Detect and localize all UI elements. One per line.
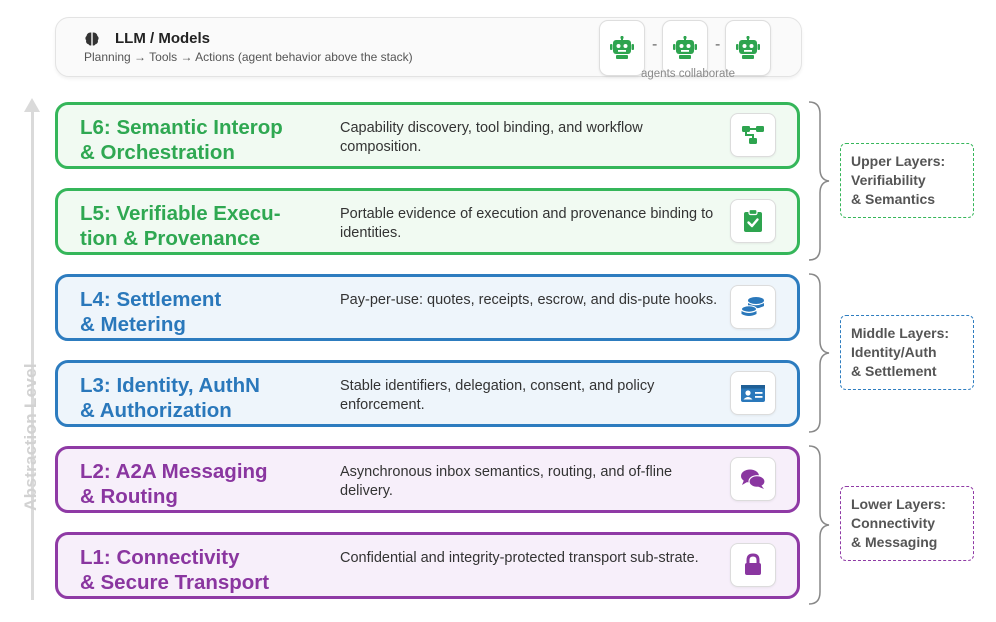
layer-title: L3: Identity, AuthN& Authorization — [80, 374, 260, 422]
middle-group-bracket — [808, 273, 830, 433]
id-card-icon — [730, 371, 776, 415]
agent-robot-card — [725, 20, 771, 76]
layer-title: L5: Verifiable Execu-tion & Provenance — [80, 202, 281, 250]
lower-group-bracket — [808, 445, 830, 605]
layer-title: L6: Semantic Interop& Orchestration — [80, 116, 283, 164]
abstraction-axis-arrowhead — [24, 98, 40, 112]
llm-subtitle: Planning → Tools → Actions (agent behavi… — [84, 50, 413, 64]
brain-icon — [84, 31, 100, 47]
layer-description: Stable identifiers, delegation, consent,… — [340, 378, 655, 413]
lower-layers-label: Lower Layers:Connectivity& Messaging — [840, 486, 974, 561]
layer-description: Asynchronous inbox semantics, routing, a… — [340, 464, 673, 499]
middle-layers-label: Middle Layers:Identity/Auth& Settlement — [840, 315, 974, 390]
agent-link-dash: - — [652, 36, 658, 53]
layer-title: L2: A2A Messaging& Routing — [80, 460, 268, 508]
robot-icon — [610, 36, 634, 59]
robot-icon — [736, 36, 760, 59]
lock-icon — [730, 543, 776, 587]
agent-robot-card — [662, 20, 708, 76]
agent-robot-card — [599, 20, 645, 76]
agents-collaborate-caption: agents collaborate — [641, 68, 735, 80]
upper-group-bracket — [808, 101, 830, 261]
robot-icon — [673, 36, 697, 59]
layer-title: L1: Connectivity& Secure Transport — [80, 546, 270, 594]
comments-icon — [730, 457, 776, 501]
layer-l5: L5: Verifiable Execu-tion & Provenance P… — [55, 188, 800, 255]
layer-l6: L6: Semantic Interop& Orchestration Capa… — [55, 102, 800, 169]
upper-layers-label: Upper Layers:Verifiability& Semantics — [840, 143, 974, 218]
coins-icon — [730, 285, 776, 329]
layer-l1: L1: Connectivity& Secure Transport Confi… — [55, 532, 800, 599]
layer-l3: L3: Identity, AuthN& Authorization Stabl… — [55, 360, 800, 427]
layer-description: Portable evidence of execution and prove… — [340, 206, 714, 241]
layer-description: Capability discovery, tool binding, and … — [340, 120, 643, 155]
layer-description: Pay-per-use: quotes, receipts, escrow, a… — [340, 292, 718, 308]
abstraction-axis-line — [31, 110, 34, 600]
sitemap-icon — [730, 113, 776, 157]
abstraction-axis-label: Abstraction Level — [21, 363, 40, 511]
layer-title: L4: Settlement& Metering — [80, 288, 222, 336]
layer-l2: L2: A2A Messaging& Routing Asynchronous … — [55, 446, 800, 513]
llm-title: LLM / Models — [115, 30, 210, 47]
clipboard-check-icon — [730, 199, 776, 243]
layer-l4: L4: Settlement& Metering Pay-per-use: qu… — [55, 274, 800, 341]
agent-link-dash: - — [715, 36, 721, 53]
layer-description: Confidential and integrity-protected tra… — [340, 550, 699, 566]
